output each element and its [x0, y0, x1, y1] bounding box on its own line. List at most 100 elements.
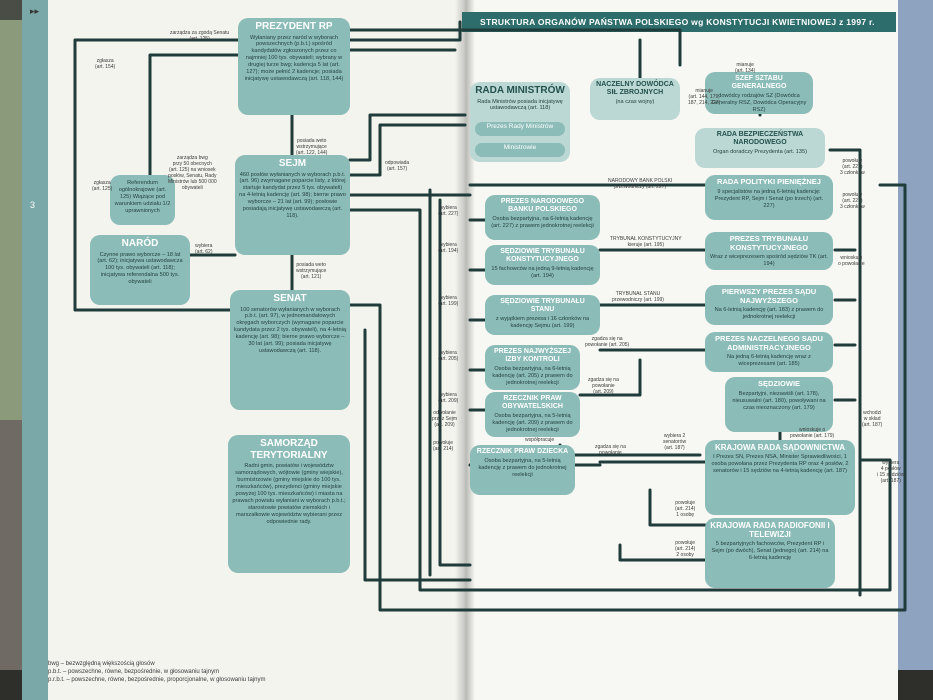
edge-label: zgłasza (art. 154) [95, 58, 116, 70]
node-desc: 100 senatorów wyłanianych w wyborach p.b… [234, 306, 346, 355]
page-marker: ▸▸ [30, 6, 40, 16]
node-prezydent: PREZYDENT RP Wyłaniany przez naród w wyb… [238, 18, 350, 115]
edge-label: wnioskuje o powołanie [838, 255, 865, 267]
node-rpo: RZECZNIK PRAW OBYWATELSKICH Osoba bezpar… [485, 392, 580, 437]
node-prezes-nbp: PREZES NARODOWEGO BANKU POLSKIEGO Osoba … [485, 195, 600, 240]
node-title: RADA BEZPIECZEŃSTWA NARODOWEGO [716, 131, 804, 147]
node-title: PREZYDENT RP [255, 21, 333, 32]
node-desc: dowódcy rodzajów SZ (Dowódca Generalny R… [711, 93, 807, 114]
node-desc: (na czas wojny) [615, 99, 655, 106]
node-title: KRAJOWA RADA RADIOFONII I TELEWIZJI [710, 521, 830, 540]
edge-label: powołuje (art. 214) [433, 440, 454, 452]
edge-label: zgadza się na powołanie [595, 444, 626, 456]
node-prezes-tk: PREZES TRYBUNAŁU KONSTYTUCYJNEGO Wraz z … [705, 232, 833, 270]
diagram-title: STRUKTURA ORGANÓW PAŃSTWA POLSKIEGO wg K… [462, 12, 896, 32]
legend-item: bwg – bezwzględną większością głosów [48, 661, 155, 667]
edge-label: odpowiada (art. 157) [385, 160, 410, 172]
node-samorzad: SAMORZĄD TERYTORIALNY Radni gmin, powiat… [228, 435, 350, 573]
node-desc: Bezpartyjni, niezawiśli (art. 178), nieu… [732, 390, 826, 411]
background-right [893, 0, 933, 700]
edge-label: odwołanie przez Sejm (art. 209) [432, 410, 458, 428]
node-krrit: KRAJOWA RADA RADIOFONII I TELEWIZJI 5 be… [705, 518, 835, 588]
node-desc: Wraz z wiceprezesem spośród sędziów TK (… [710, 254, 828, 268]
node-title: SAMORZĄD TERYTORIALNY [250, 438, 328, 461]
edge-label: NARODOWY BANK POLSKI przewodniczy (art. … [608, 178, 673, 190]
edge-label: zgłasza (art. 125) [92, 180, 113, 192]
edge-label: współpracuje [525, 437, 555, 443]
legend-item: p.r.b.t. – powszechne, równe, bezpośredn… [48, 677, 266, 684]
node-title: RZECZNIK PRAW DZIECKA [476, 448, 569, 455]
edge-label: wybiera (art. 205) [438, 350, 459, 362]
edge-label: powołuje (art. 214) 2 osoby [675, 540, 696, 558]
edge-label: wybiera (art. 199) [438, 295, 459, 307]
edge-label: mianuje (art. 134) [735, 62, 756, 74]
node-title: Ministrowie [503, 144, 537, 151]
node-title: SĘDZIOWIE TRYBUNAŁU STANU [500, 298, 585, 314]
edge-label: wybiera 2 senatorów (art. 187) [663, 433, 687, 451]
edge-label: posiada weto wstrzymujące (art. 122, 144… [296, 138, 328, 156]
node-title: PIERWSZY PREZES SĄDU NAJWYŻSZEGO [721, 287, 817, 305]
node-title: SĘDZIOWIE [757, 379, 801, 388]
edge-label: wybiera (art. 227) [438, 205, 459, 217]
node-title: PREZES TRYBUNAŁU KONSTYTUCYJNEGO [729, 234, 809, 252]
node-desc: Na jedną 6-letnią kadencję wraz z wicepr… [727, 354, 811, 368]
edge-label: TRYBUNAŁ STANU przewodniczy (art. 199) [612, 291, 664, 303]
node-desc: Osoba bezpartyjna, na 5-letnią kadencję … [478, 458, 567, 479]
node-desc: Czynne prawo wyborcze – 18 lat (art. 62)… [97, 251, 183, 286]
edge-label: powołuje (art. 227) 3 członków [840, 158, 865, 176]
node-desc: 9 specjalistów na jedną 6-letnią kadencj… [714, 188, 824, 209]
node-desc: Organ doradczy Prezydenta (art. 135) [713, 149, 807, 156]
node-title: SĘDZIOWIE TRYBUNAŁU KONSTYTUCYJNEGO [500, 248, 585, 264]
node-referendum: Referendum ogólnokrajowe (art. 125) Wiąż… [110, 175, 175, 225]
book-spine [455, 0, 475, 700]
node-title: PREZES NAJWYŻSZEJ IZBY KONTROLI [493, 348, 571, 364]
edge-label: wybiera 4 posłów i 15 sędziów (art. 187) [877, 460, 905, 484]
node-title: NACZELNY DOWÓDCA SIŁ ZBROJNYCH [596, 81, 674, 97]
node-title: RZECZNIK PRAW OBYWATELSKICH [502, 395, 563, 411]
page-side-tab [22, 0, 48, 700]
legend: bwg – bezwzględną większością głosów p.b… [48, 660, 265, 684]
node-desc: 460 posłów wyłanianych w wyborach p.b.t.… [239, 171, 346, 220]
node-desc: Osoba bezpartyjna, na 5-letnią kadencję … [492, 413, 573, 434]
edge-label: posiada weto wstrzymujące (art. 121) [296, 262, 327, 280]
legend-item: p.b.t. – powszechne, równe, bezpośrednie… [48, 669, 220, 676]
edge-label: powołuje (art. 214) 1 osobę [675, 500, 696, 518]
node-pierwszy-prezes-sn: PIERWSZY PREZES SĄDU NAJWYŻSZEGO Na 6-le… [705, 285, 833, 325]
node-sedziowie-tk: SĘDZIOWIE TRYBUNAŁU KONSTYTUCYJNEGO 15 f… [485, 245, 600, 285]
node-prezes-nik: PREZES NAJWYŻSZEJ IZBY KONTROLI Osoba be… [485, 345, 580, 390]
node-title: RADA MINISTRÓW [475, 85, 565, 96]
node-desc: 5 bezpartyjnych fachowców, Prezydent RP … [711, 541, 829, 562]
node-sedziowie-ts: SĘDZIOWIE TRYBUNAŁU STANU z wyjątkiem pr… [485, 295, 600, 335]
node-desc: 15 fachowców na jedną 9-letnią kadencję … [491, 266, 594, 280]
edge-label: powołuje (art. 227) 3 członków [840, 192, 865, 210]
edge-label: wybiera (art. 209) [438, 392, 459, 404]
node-title: SEJM [278, 158, 307, 169]
edge-label: zarządza za zgodą Senatu (art. 125) [170, 30, 230, 42]
node-narod: NARÓD Czynne prawo wyborcze – 18 lat (ar… [90, 235, 190, 305]
edge-label: wnioskuje o powołanie (art. 179) [790, 427, 835, 439]
node-desc: z wyjątkiem prezesa i 16 członków na kad… [495, 316, 590, 330]
node-desc: Osoba bezpartyjna, na 6-letnią kadencję … [491, 216, 594, 230]
edge-label: TRYBUNAŁ KONSTYTUCYJNY kieruje (art. 195… [610, 236, 682, 248]
node-szef-sztabu: SZEF SZTABU GENERALNEGO dowódcy rodzajów… [705, 72, 813, 114]
node-prezes-rm: Prezes Rady Ministrów [475, 122, 565, 136]
edge-label: wybiera (art. 194) [438, 242, 459, 254]
edge-label: zgadza się na powołanie (art. 209) [588, 377, 619, 395]
node-title: KRAJOWA RADA SĄDOWNICTWA [714, 443, 846, 452]
edge-label: wchodzi w skład (art. 187) [862, 410, 883, 428]
node-senat: SENAT 100 senatorów wyłanianych w wybora… [230, 290, 350, 410]
node-title: PREZES NACZELNEGO SĄDU ADMINISTRACYJNEGO [715, 334, 823, 352]
node-desc: Radni gmin, powiatów i województw samorz… [232, 463, 346, 525]
node-rpd: RZECZNIK PRAW DZIECKA Osoba bezpartyjna,… [470, 445, 575, 495]
node-title: RADA POLITYKI PIENIĘŻNEJ [717, 177, 821, 186]
node-desc: Referendum ogólnokrajowe (art. 125) Wiąż… [114, 180, 171, 214]
node-desc: Rada Ministrów posiada inicjatywę ustawo… [477, 98, 563, 112]
node-desc: Osoba bezpartyjna, na 6-letnią kadencję … [492, 366, 573, 387]
node-title: Prezes Rady Ministrów [486, 123, 554, 130]
node-sejm: SEJM 460 posłów wyłanianych w wyborach p… [235, 155, 350, 255]
node-title: NARÓD [121, 238, 159, 249]
node-desc: I Prezes SN, Prezes NSA, Minister Sprawi… [711, 454, 849, 475]
node-desc: Na 6-letnią kadencję (art. 183) z prawem… [714, 307, 824, 321]
node-title: SZEF SZTABU GENERALNEGO [731, 75, 787, 91]
